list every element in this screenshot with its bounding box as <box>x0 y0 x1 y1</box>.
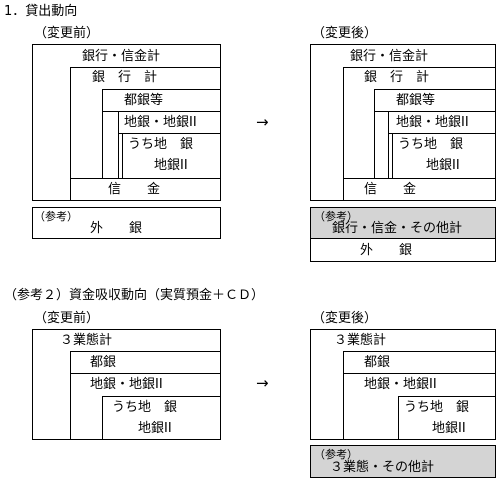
s2-after-row-citybanks: 都銀 <box>364 355 391 370</box>
s2-before-row-regional: 地銀・地銀II <box>90 377 163 392</box>
s1-after-row-regional: 地銀・地銀II <box>396 115 469 130</box>
s2-arrow: → <box>256 374 269 392</box>
s1-after-ref-label: （参考） <box>314 210 358 223</box>
s1-after-row-citybanks: 都銀等 <box>396 93 436 108</box>
s2-before-row-regional1: うち地 銀 <box>112 400 178 415</box>
s1-after-ref-sub: 外 銀 <box>360 243 413 258</box>
s2-after-row-total: ３業態計 <box>334 333 387 348</box>
s1-before-row-citybanks: 都銀等 <box>124 93 164 108</box>
s2-after-heading: （変更後） <box>312 311 378 326</box>
section1-title: 1．貸出動向 <box>4 4 78 19</box>
s1-before-row-regional: 地銀・地銀II <box>124 115 197 130</box>
s1-after-row-regional1: うち地 銀 <box>398 137 464 152</box>
s2-after-row-regional2: 地銀II <box>432 421 466 436</box>
s1-before-row-total: 銀行・信金計 <box>82 49 161 64</box>
section2-title: （参考２）資金吸収動向（実質預金＋ＣＤ） <box>4 288 265 303</box>
s2-after-row-regional: 地銀・地銀II <box>364 377 437 392</box>
s1-arrow: → <box>256 113 269 131</box>
s1-after-row-regional2: 地銀II <box>426 158 460 173</box>
s1-after-row-shinkin: 信 金 <box>364 182 417 197</box>
s1-before-heading: （変更前） <box>34 26 100 41</box>
s2-after-ref-label: （参考） <box>314 448 358 461</box>
s1-after-heading: （変更後） <box>312 26 378 41</box>
s1-before-ref-label: （参考） <box>34 210 78 223</box>
s1-before-row-regional1: うち地 銀 <box>128 137 194 152</box>
s2-after-ref-text: ３業態・その他計 <box>330 460 435 475</box>
s2-before-row-total: ３業態計 <box>60 333 113 348</box>
s1-after-row-banks: 銀 行 計 <box>364 70 430 85</box>
s1-before-ref-text: 外 銀 <box>90 221 143 236</box>
s2-after-row-regional1: うち地 銀 <box>404 400 470 415</box>
s1-before-row-regional2: 地銀II <box>154 158 188 173</box>
s2-before-heading: （変更前） <box>34 311 100 326</box>
s1-after-row-total: 銀行・信金計 <box>350 49 429 64</box>
s1-after-ref-text: 銀行・信金・その他計 <box>332 221 463 236</box>
s1-before-row-banks: 銀 行 計 <box>92 70 158 85</box>
s2-before-row-regional2: 地銀II <box>138 421 172 436</box>
s2-before-row-citybanks: 都銀 <box>90 355 117 370</box>
s1-before-row-shinkin: 信 金 <box>108 182 161 197</box>
